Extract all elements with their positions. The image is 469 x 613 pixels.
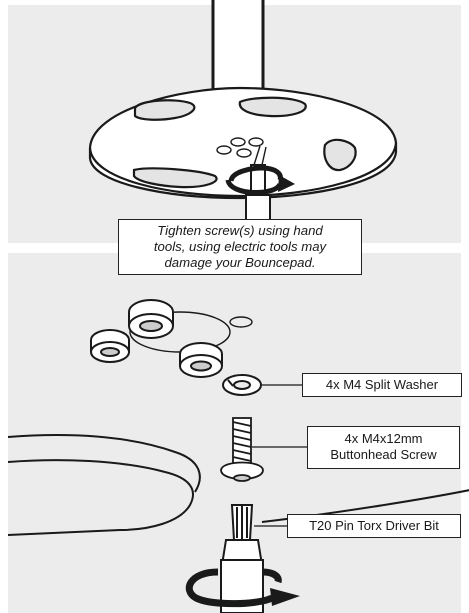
warning-note: Tighten screw(s) using hand tools, using… [118, 219, 362, 275]
washer-label: 4x M4 Split Washer [303, 377, 461, 393]
bit-callout: T20 Pin Torx Driver Bit [287, 514, 461, 538]
fastener-1 [129, 300, 173, 338]
screw-label-line-2: Buttonhead Screw [308, 447, 459, 463]
screw-label-line-1: 4x M4x12mm [308, 431, 459, 447]
screw-callout: 4x M4x12mm Buttonhead Screw [307, 426, 460, 469]
warning-note-line-1: Tighten screw(s) using hand [123, 223, 357, 239]
bit-label: T20 Pin Torx Driver Bit [288, 518, 460, 534]
warning-note-line-3: damage your Bouncepad. [123, 255, 357, 271]
washer-callout: 4x M4 Split Washer [302, 373, 462, 397]
fastener-3 [180, 343, 222, 377]
fastener-2 [91, 330, 129, 362]
warning-note-line-2: tools, using electric tools may [123, 239, 357, 255]
split-washer [223, 375, 261, 395]
